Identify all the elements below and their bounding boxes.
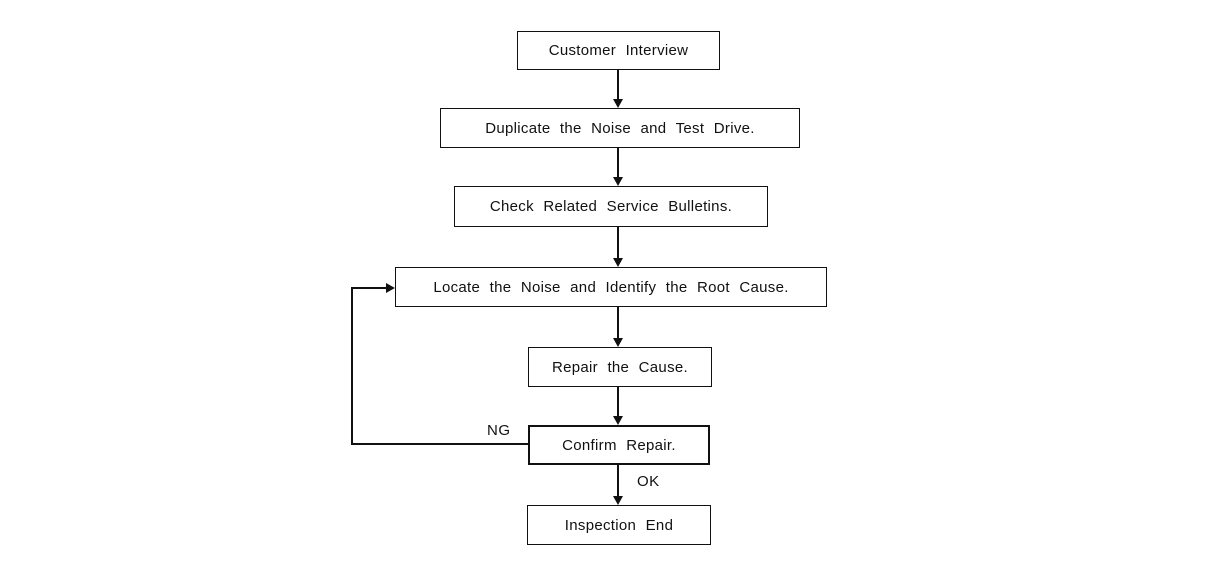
arrow-down-icon [613,496,623,505]
arrow-down-icon [613,258,623,267]
ng-loop-line-vertical [351,287,353,445]
arrow-down-icon [613,99,623,108]
connector-line [617,465,619,497]
flow-node-inspection-end: Inspection End [527,505,711,545]
flow-node-customer-interview: Customer Interview [517,31,720,70]
connector-line [617,227,619,259]
arrow-down-icon [613,338,623,347]
connector-line [617,148,619,178]
flow-node-duplicate-noise: Duplicate the Noise and Test Drive. [440,108,800,148]
arrow-right-icon [386,283,395,293]
ng-loop-line-bottom [351,443,528,445]
connector-line [617,307,619,339]
connector-line [617,387,619,417]
ng-loop-line-top [351,287,387,289]
arrow-down-icon [613,416,623,425]
flow-node-confirm-repair: Confirm Repair. [528,425,710,465]
arrow-down-icon [613,177,623,186]
flow-node-check-bulletins: Check Related Service Bulletins. [454,186,768,227]
edge-label-ng: NG [487,422,511,439]
edge-label-ok: OK [637,473,660,490]
flow-node-repair-cause: Repair the Cause. [528,347,712,387]
flow-node-locate-noise: Locate the Noise and Identify the Root C… [395,267,827,307]
connector-line [617,70,619,100]
